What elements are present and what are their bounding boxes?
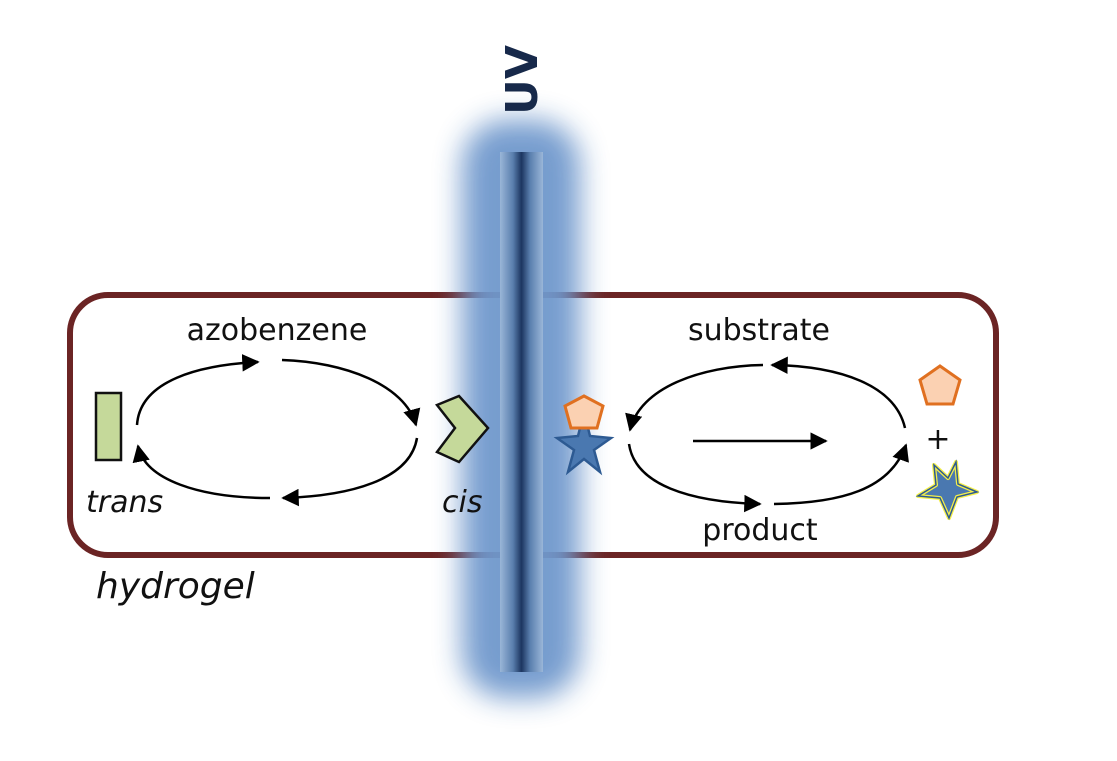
substrate-label: substrate (688, 313, 830, 348)
uv-beam (462, 120, 580, 698)
cis-isomer-shape (434, 394, 490, 464)
hydrogel-label: hydrogel (96, 566, 255, 607)
trans-label: trans (86, 485, 163, 520)
bound-substrate-complex (553, 394, 615, 476)
product-label: product (702, 513, 818, 548)
bound-star-icon (553, 411, 615, 476)
released-pentagon-icon (918, 364, 962, 406)
azobenzene-cycle (132, 354, 421, 507)
trans-isomer-shape (94, 391, 123, 462)
catalysis-cycle (625, 356, 909, 513)
azobenzene-label: azobenzene (187, 313, 368, 348)
cis-label: cis (442, 485, 482, 520)
bound-pentagon-icon (563, 394, 605, 430)
uv-label: UV (497, 45, 548, 115)
plus-sign: + (925, 422, 950, 457)
